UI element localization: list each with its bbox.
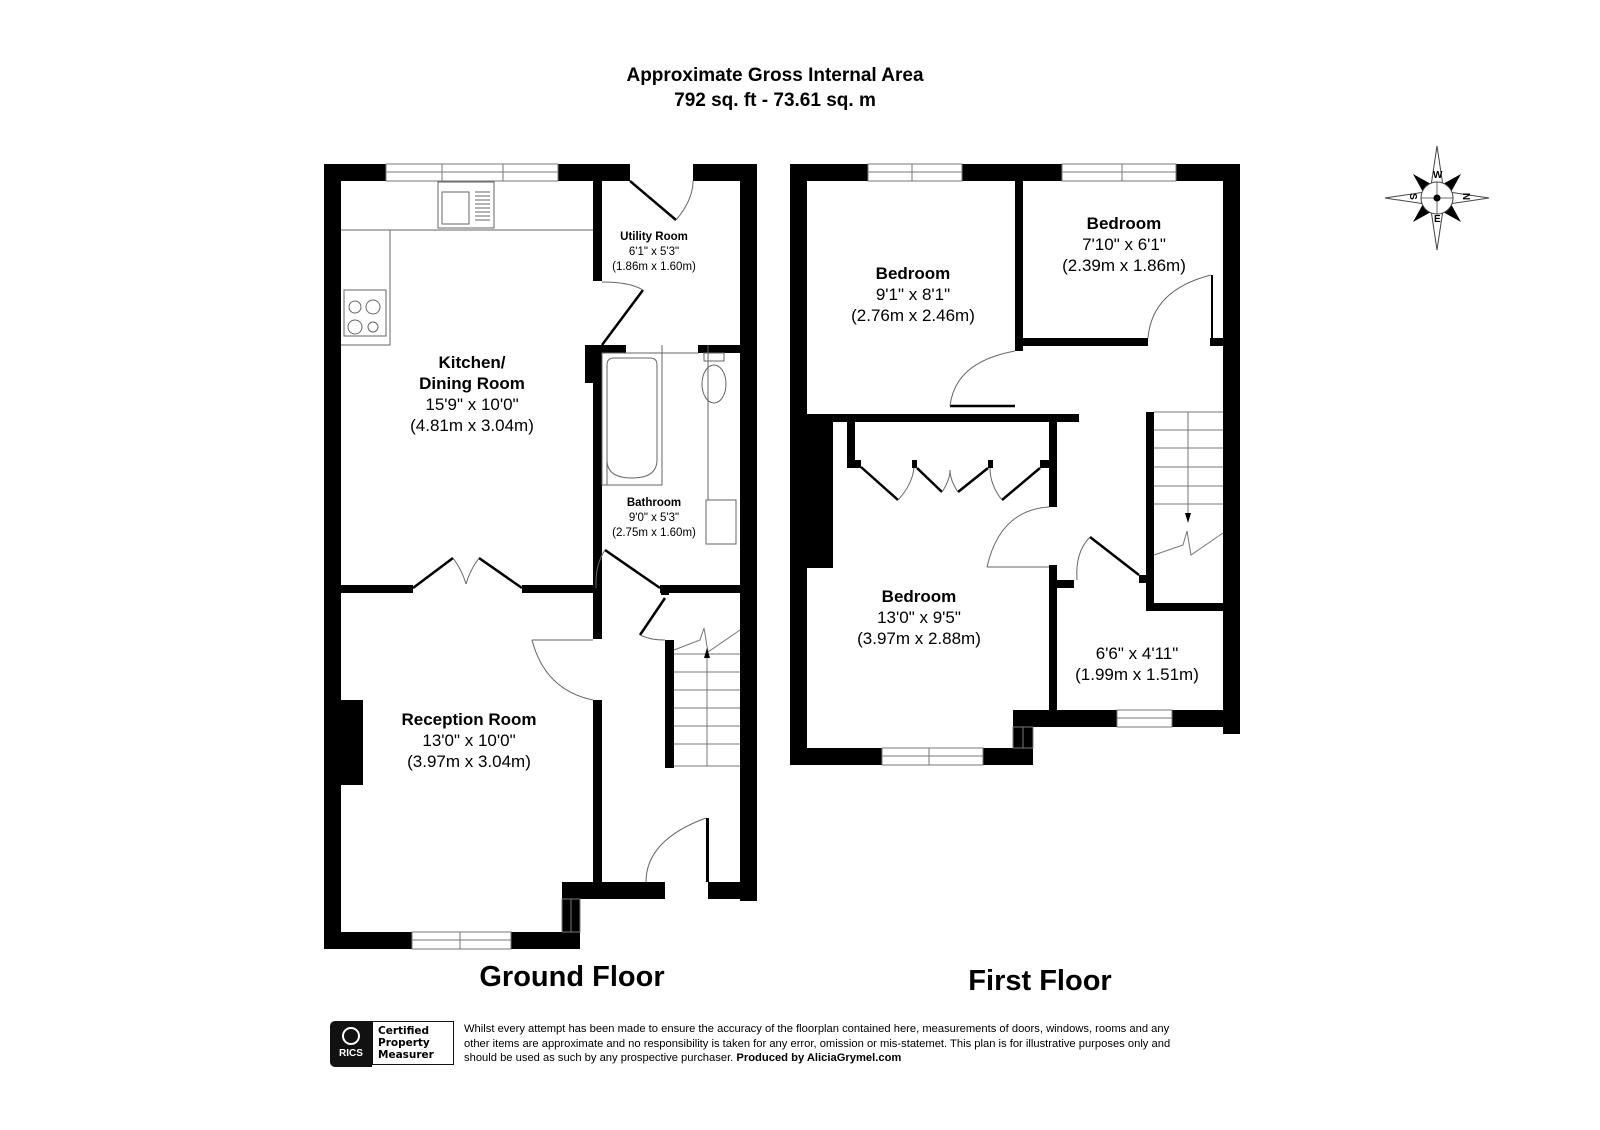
room-name-line2: Dining Room (419, 374, 525, 393)
compass-rose-icon (1384, 145, 1490, 251)
room-size-imperial: 7'10" x 6'1" (1082, 235, 1166, 254)
rics-certification-badge: Certified Property Measurer (372, 1021, 454, 1065)
room-bathroom: Bathroom 9'0" x 5'3" (2.75m x 1.60m) (612, 496, 696, 541)
room-size-imperial: 13'0" x 9'5" (877, 608, 961, 627)
disclaimer-text: Whilst every attempt has been made to en… (464, 1023, 1171, 1064)
gross-area-heading: Approximate Gross Internal Area (626, 65, 924, 86)
ground-floor-stairs (673, 627, 741, 767)
ground-floor-door-swings (452, 180, 707, 883)
compass-label-s: S (1406, 193, 1418, 200)
first-floor-door-swings (897, 274, 1212, 581)
room-size-metric: (2.76m x 2.46m) (851, 306, 975, 325)
room-size-imperial: 6'6" x 4'11" (1095, 644, 1179, 663)
room-size-metric: (3.97m x 2.88m) (857, 629, 981, 648)
room-size-imperial: 6'1" x 5'3" (628, 246, 680, 258)
room-size-imperial: 9'0" x 5'3" (628, 512, 680, 524)
first-floor-plan (790, 163, 1240, 766)
rics-brand: RICS (339, 1048, 363, 1059)
gross-area-title: Approximate Gross Internal Area 792 sq. … (0, 63, 1550, 113)
stairs-down-arrow-icon (1185, 513, 1191, 523)
compass-label-w: W (1433, 170, 1443, 181)
first-floor-title: First Floor (968, 965, 1112, 997)
room-reception: Reception Room 13'0" x 10'0" (3.97m x 3.… (401, 709, 536, 772)
room-size-metric: (2.39m x 1.86m) (1062, 256, 1186, 275)
first-floor-doors (860, 404, 1140, 576)
kitchen-units (341, 181, 593, 346)
badge-line-1: Certified (378, 1025, 430, 1037)
ground-floor-plan (324, 163, 757, 950)
ground-floor-title: Ground Floor (479, 961, 665, 993)
compass-label-e: E (1434, 214, 1441, 225)
compass-label-n: N (1460, 192, 1472, 201)
badge-line-2: Property (378, 1037, 430, 1049)
bathroom-fixtures (601, 345, 737, 545)
ground-floor-windows (385, 163, 581, 950)
room-size-metric: (3.97m x 3.04m) (407, 752, 531, 771)
gross-area-value: 792 sq. ft - 73.61 sq. m (674, 90, 876, 111)
room-name: Utility Room (620, 231, 688, 243)
room-name: Bedroom (875, 264, 951, 283)
room-name: Reception Room (401, 710, 537, 729)
first-floor-walls (790, 164, 1240, 765)
ground-floor-walls (324, 164, 757, 949)
badge-line-3: Measurer (378, 1049, 434, 1061)
room-name: Bathroom (626, 497, 682, 509)
ground-floor-doors (412, 180, 677, 636)
footer: RICS Certified Property Measurer Whilst … (330, 1019, 1200, 1069)
room-name: Kitchen/ (438, 353, 506, 372)
rics-logo: RICS (330, 1021, 372, 1067)
stairs-up-arrow-icon (704, 648, 710, 658)
room-box-room: 6'6" x 4'11" (1.99m x 1.51m) (1075, 643, 1199, 685)
room-bedroom-1: Bedroom 9'1" x 8'1" (2.76m x 2.46m) (851, 263, 975, 326)
room-bedroom-2: Bedroom 7'10" x 6'1" (2.39m x 1.86m) (1062, 213, 1186, 276)
disclaimer: Whilst every attempt has been made to en… (464, 1022, 1194, 1066)
room-name: Bedroom (881, 587, 957, 606)
room-size-metric: (1.86m x 1.60m) (612, 261, 696, 273)
first-floor-stairs (1153, 411, 1224, 556)
room-size-imperial: 9'1" x 8'1" (875, 285, 951, 304)
rics-lion-icon (342, 1027, 360, 1045)
room-name: Bedroom (1086, 214, 1162, 233)
room-size-metric: (1.99m x 1.51m) (1075, 665, 1199, 684)
room-size-imperial: 13'0" x 10'0" (422, 731, 516, 750)
producer-credit: Produced by AliciaGrymel.com (736, 1052, 902, 1064)
first-floor-windows (867, 163, 1177, 766)
room-size-metric: (4.81m x 3.04m) (410, 416, 534, 435)
room-size-imperial: 15'9" x 10'0" (425, 395, 519, 414)
room-size-metric: (2.75m x 1.60m) (612, 527, 696, 539)
room-kitchen-dining: Kitchen/ Dining Room 15'9" x 10'0" (4.81… (410, 352, 534, 436)
room-utility: Utility Room 6'1" x 5'3" (1.86m x 1.60m) (612, 230, 696, 275)
room-bedroom-3: Bedroom 13'0" x 9'5" (3.97m x 2.88m) (857, 586, 981, 649)
